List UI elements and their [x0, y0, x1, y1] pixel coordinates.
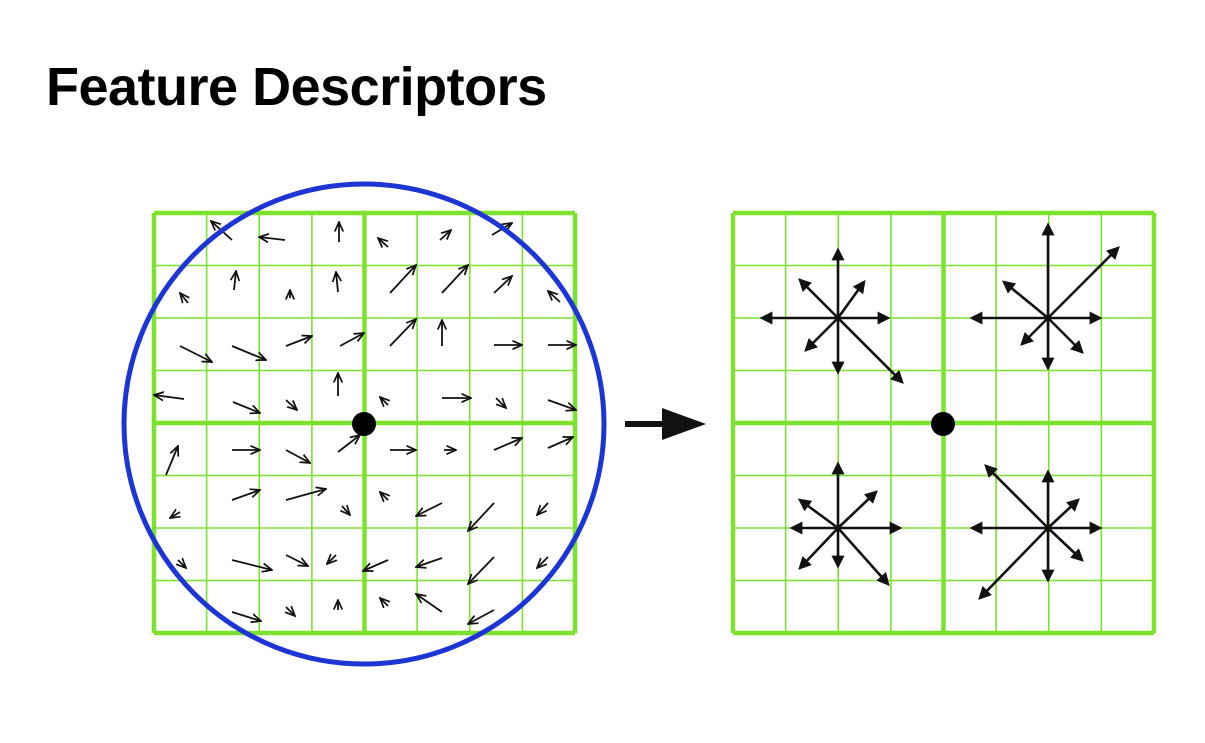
gradient-arrow: [154, 395, 185, 399]
gradient-arrow: [231, 559, 272, 570]
histogram-bin-arrow: [798, 278, 839, 319]
gradient-arrow: [286, 607, 295, 616]
gradient-arrow: [234, 271, 236, 291]
gradient-arrow: [547, 399, 576, 410]
histogram-bin-arrow: [837, 317, 904, 384]
histogram-bin-arrow: [804, 317, 839, 352]
gradient-arrow: [537, 502, 549, 515]
gradient-arrow: [378, 238, 389, 247]
gradient-arrow: [327, 555, 336, 564]
gradient-arrow: [232, 401, 260, 413]
slide-title: Feature Descriptors: [46, 57, 547, 117]
gradient-arrow: [493, 276, 512, 294]
gradient-arrow: [285, 489, 326, 501]
gradient-arrow: [537, 556, 549, 568]
left-gradient-grid: [121, 181, 607, 667]
right-keypoint: [931, 412, 955, 436]
histogram-bin-arrow: [1047, 246, 1120, 319]
histogram-bin-arrow: [1047, 317, 1084, 354]
gradient-arrow: [468, 502, 495, 531]
gradient-arrow: [339, 333, 364, 347]
histogram-bin-arrow: [837, 490, 878, 529]
histogram-bin-arrow: [837, 527, 890, 586]
left-keypoint: [352, 412, 376, 436]
gradient-arrow: [285, 554, 308, 566]
gradient-arrow: [180, 293, 188, 304]
gradient-arrow: [547, 437, 573, 449]
gradient-arrow: [389, 319, 416, 347]
gradient-arrow: [495, 397, 506, 408]
gradient-arrow: [231, 490, 260, 501]
gradient-arrow: [380, 397, 388, 405]
histogram-bin-arrow: [984, 464, 1049, 529]
gradient-arrow: [285, 449, 310, 463]
gradient-arrow: [336, 272, 338, 293]
histogram-bin-arrow: [836, 279, 866, 319]
gradient-arrow: [416, 502, 443, 516]
gradient-arrow: [337, 435, 360, 453]
gradient-arrow: [342, 506, 350, 515]
gradient-arrow: [231, 611, 261, 621]
gradient-arrow: [441, 265, 468, 294]
gradient-arrow: [363, 559, 389, 571]
histogram-bin-arrow: [1047, 498, 1080, 529]
sampling-circle: [121, 181, 607, 667]
gradient-arrow: [416, 557, 443, 567]
gradient-arrow: [285, 399, 297, 410]
left-gradient-arrows: [154, 221, 576, 624]
gradient-arrow: [439, 230, 451, 241]
gradient-arrow: [179, 345, 212, 362]
gradient-arrow: [170, 512, 180, 518]
gradient-arrow: [178, 560, 186, 568]
gradient-arrow: [468, 556, 495, 584]
gradient-arrow: [165, 446, 178, 476]
histogram-bin-arrow: [1001, 280, 1049, 320]
histogram-bin-arrow: [1020, 317, 1049, 346]
histogram-bin-arrow: [797, 498, 839, 530]
gradient-arrow: [416, 594, 443, 613]
gradient-arrow: [231, 345, 266, 360]
gradient-arrow: [285, 336, 312, 347]
right-arrow-icon: [625, 408, 706, 440]
gradient-arrow: [493, 438, 522, 451]
gradient-arrow: [259, 237, 286, 240]
orientation-histograms: [759, 222, 1120, 600]
histogram-bin-arrow: [1047, 527, 1084, 562]
gradient-arrow: [468, 609, 495, 624]
gradient-arrow: [380, 598, 388, 606]
gradient-arrow: [548, 291, 561, 303]
right-histogram-grid: [730, 210, 1157, 636]
gradient-arrow: [380, 492, 388, 500]
gradient-arrow: [389, 265, 416, 294]
histogram-bin-arrow: [798, 527, 839, 570]
histogram-bin-arrow: [978, 527, 1049, 600]
